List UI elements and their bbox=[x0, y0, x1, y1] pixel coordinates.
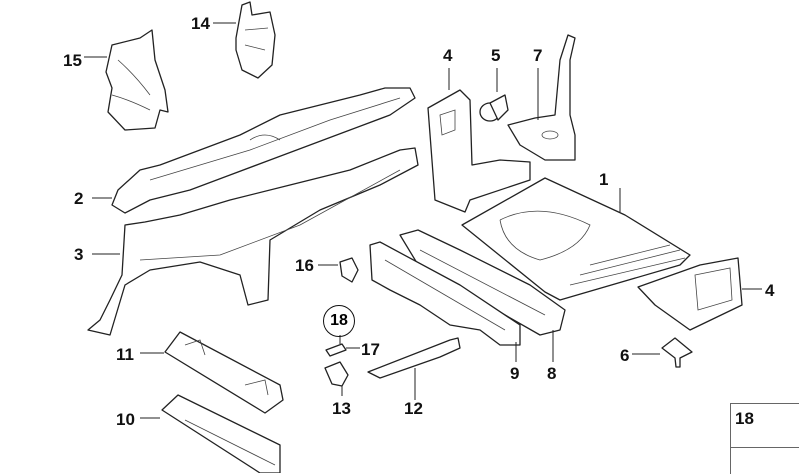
part-5 bbox=[479, 68, 509, 122]
legend-divider bbox=[730, 447, 799, 448]
part-14 bbox=[213, 1, 276, 79]
callout-14: 14 bbox=[191, 14, 210, 33]
callout-8: 8 bbox=[547, 364, 557, 383]
callout-1: 1 bbox=[599, 170, 609, 189]
callout-2: 2 bbox=[74, 189, 84, 208]
part-11 bbox=[140, 331, 284, 414]
part-4a bbox=[427, 68, 531, 213]
callout-7: 7 bbox=[533, 46, 543, 65]
callout-16: 16 bbox=[295, 256, 314, 275]
part-15 bbox=[84, 29, 169, 131]
callout-13: 13 bbox=[332, 399, 351, 418]
callout-3: 3 bbox=[74, 245, 84, 264]
part-10 bbox=[140, 394, 281, 473]
callout-12: 12 bbox=[404, 399, 423, 418]
legend-box bbox=[730, 403, 799, 474]
part-6 bbox=[632, 337, 693, 368]
callout-15: 15 bbox=[63, 51, 82, 70]
part-2 bbox=[92, 87, 416, 214]
part-16 bbox=[318, 257, 359, 283]
circled-reference-18: 18 bbox=[323, 305, 355, 337]
callout-6: 6 bbox=[620, 346, 630, 365]
callout-5: 5 bbox=[491, 46, 501, 65]
part-17 bbox=[325, 335, 360, 357]
part-13 bbox=[324, 361, 349, 396]
part-9 bbox=[369, 241, 521, 362]
part-12 bbox=[367, 337, 461, 400]
callout-10: 10 bbox=[116, 410, 135, 429]
callout-4-lower: 4 bbox=[765, 281, 775, 300]
legend-item-label: 18 bbox=[735, 409, 754, 428]
part-1 bbox=[461, 177, 691, 301]
callout-4-upper: 4 bbox=[443, 46, 453, 65]
callout-11: 11 bbox=[116, 345, 134, 364]
part-4b bbox=[637, 257, 762, 331]
callout-9: 9 bbox=[510, 364, 520, 383]
part-7 bbox=[507, 34, 576, 161]
part-3 bbox=[87, 147, 419, 336]
callout-17: 17 bbox=[361, 340, 380, 359]
